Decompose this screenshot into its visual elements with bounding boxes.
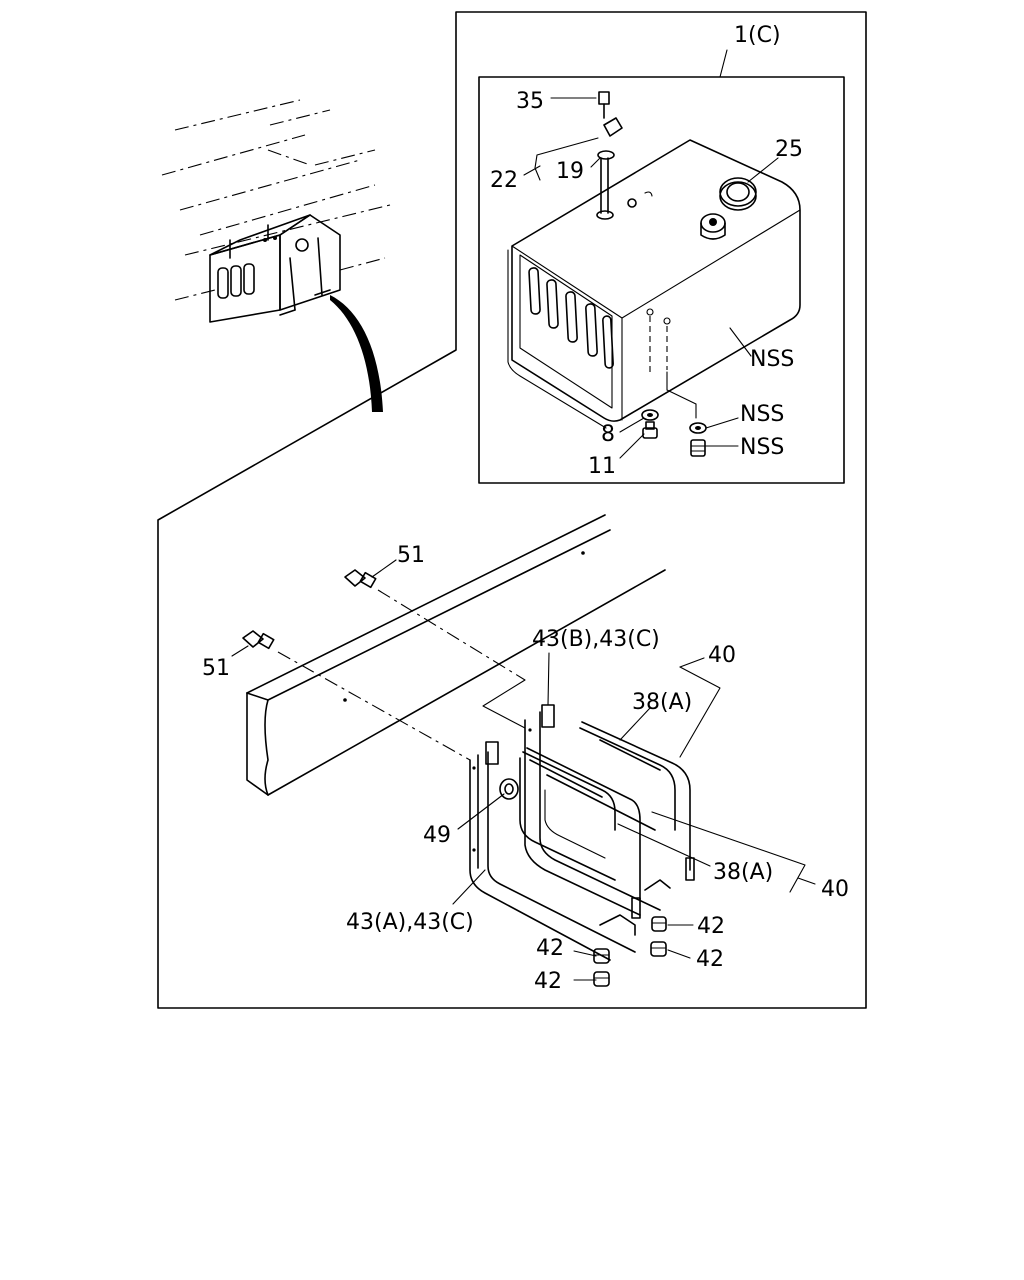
nut-42-d bbox=[593, 971, 610, 987]
leader-lines bbox=[231, 49, 816, 981]
bolt-51-upper bbox=[344, 569, 377, 589]
frame-rail bbox=[246, 514, 666, 796]
label-nss-tank: NSS bbox=[750, 347, 794, 372]
label-part-42-d: 42 bbox=[534, 969, 562, 994]
outer-frame bbox=[157, 11, 867, 1009]
label-part-40-lower: 40 bbox=[821, 877, 849, 902]
tank-fasteners bbox=[641, 371, 707, 457]
label-part-42-b: 42 bbox=[696, 947, 724, 972]
label-part-38a-lower: 38(A) bbox=[713, 860, 773, 885]
fuel-tank bbox=[507, 139, 801, 429]
label-part-11: 11 bbox=[588, 454, 616, 479]
label-part-25: 25 bbox=[775, 137, 803, 162]
label-part-43ac: 43(A),43(C) bbox=[346, 910, 474, 935]
tank-strap-19 bbox=[596, 91, 623, 220]
pointer-arrow bbox=[330, 295, 383, 412]
label-nss-nut: NSS bbox=[740, 435, 784, 460]
label-part-22: 22 bbox=[490, 168, 518, 193]
label-part-49: 49 bbox=[423, 823, 451, 848]
callout-labels: 1(C) 35 22 19 25 NSS NSS NSS 8 11 51 51 … bbox=[202, 23, 849, 994]
label-part-43bc: 43(B),43(C) bbox=[532, 627, 660, 652]
bolt-51-lower bbox=[242, 630, 275, 650]
tank-detail-box bbox=[478, 76, 845, 484]
strap-bracket-assembly bbox=[469, 704, 695, 961]
label-nss-washer: NSS bbox=[740, 402, 784, 427]
label-part-40-upper: 40 bbox=[708, 643, 736, 668]
label-part-51-upper: 51 bbox=[397, 543, 425, 568]
label-part-38a-upper: 38(A) bbox=[632, 690, 692, 715]
vehicle-overview bbox=[161, 99, 391, 412]
label-part-1: 1(C) bbox=[734, 23, 781, 48]
nut-42-a bbox=[651, 916, 667, 932]
nut-49 bbox=[499, 778, 519, 800]
label-part-42-a: 42 bbox=[697, 914, 725, 939]
nut-42-b bbox=[650, 941, 667, 957]
label-part-51-lower: 51 bbox=[202, 656, 230, 681]
label-part-19: 19 bbox=[556, 159, 584, 184]
label-part-8: 8 bbox=[601, 422, 615, 447]
label-part-35: 35 bbox=[516, 89, 544, 114]
label-part-42-c: 42 bbox=[536, 936, 564, 961]
